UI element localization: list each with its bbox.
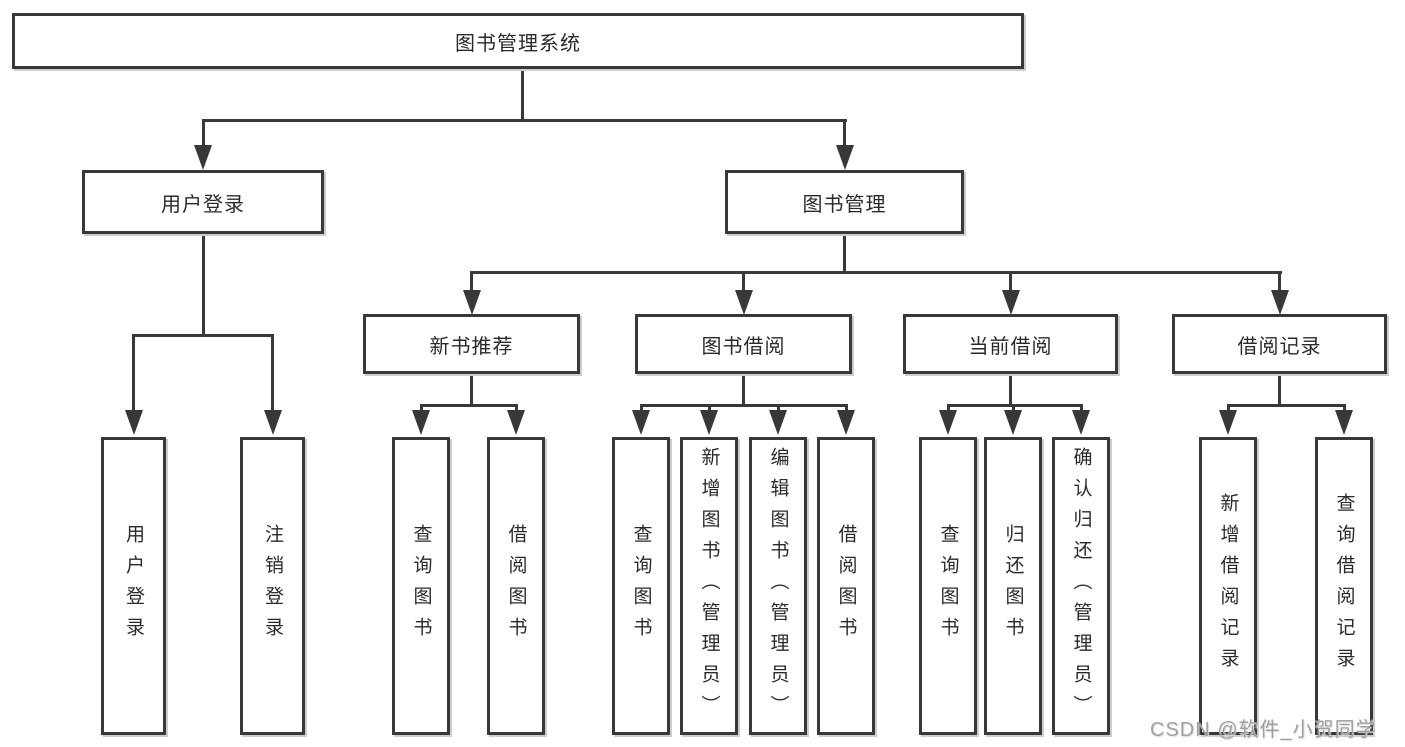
node-cb-return-book: 归还图书 [984,437,1042,735]
arrow-down-book-borrow [735,290,753,315]
connector-to-br-query [1343,404,1346,414]
node-br-query-record-label: 查询借阅记录 [1333,493,1355,679]
connector-book-borrow-branch [640,404,848,407]
connector-book-mgmt-branch [470,271,1282,274]
connector-user-login-drop [202,234,205,337]
node-bb-query-book: 查询图书 [612,437,670,735]
connector-root-branch [202,119,847,122]
node-nr-borrow-book: 借阅图书 [487,437,545,735]
node-leaf-logout-label: 注销登录 [262,524,283,648]
node-bb-borrow-book-label: 借阅图书 [835,524,857,648]
connector-to-cb-confirm [1080,404,1083,414]
arrow-down-leaf-logout [264,410,282,435]
arrow-down-cb-return [1004,410,1022,435]
node-new-book-rec: 新书推荐 [363,314,580,374]
connector-root-drop [521,69,524,121]
node-book-mgmt: 图书管理 [725,170,964,234]
node-bb-edit-book: 编辑图书（管理员） [749,437,807,735]
connector-book-borrow-drop [742,374,745,406]
node-br-add-record: 新增借阅记录 [1199,437,1257,735]
node-br-add-record-label: 新增借阅记录 [1217,493,1239,679]
node-leaf-user-login-label: 用户登录 [123,524,144,648]
connector-borrow-record-drop [1278,374,1281,406]
node-leaf-logout: 注销登录 [240,437,305,735]
arrow-down-br-add [1219,410,1237,435]
arrow-down-nr-query [412,410,430,435]
connector-new-book-rec-branch [420,404,518,407]
arrow-down-new-book-rec [463,290,481,315]
connector-to-bb-borrow [845,404,848,414]
arrow-down-bb-query [632,410,650,435]
node-nr-borrow-book-label: 借阅图书 [505,524,527,648]
connector-to-book-borrow [742,271,745,292]
node-cb-query-book-label: 查询图书 [937,524,959,648]
node-user-login-label: 用户登录 [161,193,245,216]
node-book-borrow: 图书借阅 [635,314,852,374]
node-current-borrow-label: 当前借阅 [968,335,1053,358]
node-nr-query-book-label: 查询图书 [410,524,432,648]
node-cb-return-book-label: 归还图书 [1002,524,1024,648]
connector-to-book-mgmt [843,119,846,147]
node-borrow-record-label: 借阅记录 [1237,335,1322,358]
arrow-down-leaf-user-login [125,410,143,435]
connector-to-borrow-record [1278,271,1281,292]
connector-to-bb-add [708,404,711,414]
connector-to-bb-query [640,404,643,414]
connector-to-leaf-user-login [132,334,135,412]
connector-to-user-login [202,119,205,147]
node-cb-confirm-return: 确认归还（管理员） [1052,437,1110,735]
node-borrow-record: 借阅记录 [1172,314,1387,374]
arrow-down-bb-add [700,410,718,435]
connector-book-mgmt-drop [843,234,846,273]
node-book-borrow-label: 图书借阅 [701,335,786,358]
arrow-down-cb-query [939,410,957,435]
connector-to-cb-query [947,404,950,414]
node-root: 图书管理系统 [12,13,1024,69]
node-bb-add-book-label: 新增图书（管理员） [698,446,720,726]
connector-to-cb-return [1012,404,1015,414]
connector-to-nr-query [420,404,423,414]
node-leaf-user-login: 用户登录 [101,437,166,735]
node-cb-confirm-return-label: 确认归还（管理员） [1070,446,1092,726]
node-new-book-rec-label: 新书推荐 [429,335,514,358]
node-bb-borrow-book: 借阅图书 [817,437,875,735]
connector-to-nr-borrow [515,404,518,414]
node-root-label: 图书管理系统 [455,32,581,55]
arrow-down-nr-borrow [507,410,525,435]
arrow-down-user-login [194,145,212,170]
arrow-down-bb-borrow [837,410,855,435]
arrow-down-current-borrow [1002,290,1020,315]
node-current-borrow: 当前借阅 [903,314,1118,374]
node-nr-query-book: 查询图书 [392,437,450,735]
node-bb-query-book-label: 查询图书 [630,524,652,648]
arrow-down-br-query [1335,410,1353,435]
node-cb-query-book: 查询图书 [919,437,977,735]
arrow-down-bb-edit [769,410,787,435]
node-user-login: 用户登录 [82,170,324,234]
arrow-down-cb-confirm [1072,410,1090,435]
connector-to-new-book-rec [470,271,473,292]
connector-to-bb-edit [777,404,780,414]
node-bb-edit-book-label: 编辑图书（管理员） [767,446,789,726]
arrow-down-book-mgmt [836,145,854,170]
connector-borrow-record-branch [1227,404,1346,407]
connector-current-borrow-branch [947,404,1083,407]
connector-new-book-rec-drop [470,374,473,406]
arrow-down-borrow-record [1271,290,1289,315]
connector-user-login-branch [132,334,274,337]
connector-current-borrow-drop [1009,374,1012,406]
connector-to-br-add [1227,404,1230,414]
csdn-watermark: CSDN @软件_小贺同学 [1150,719,1377,741]
node-br-query-record: 查询借阅记录 [1315,437,1373,735]
node-bb-add-book: 新增图书（管理员） [680,437,738,735]
node-book-mgmt-label: 图书管理 [802,193,887,216]
connector-to-leaf-logout [271,334,274,412]
connector-to-current-borrow [1009,271,1012,292]
